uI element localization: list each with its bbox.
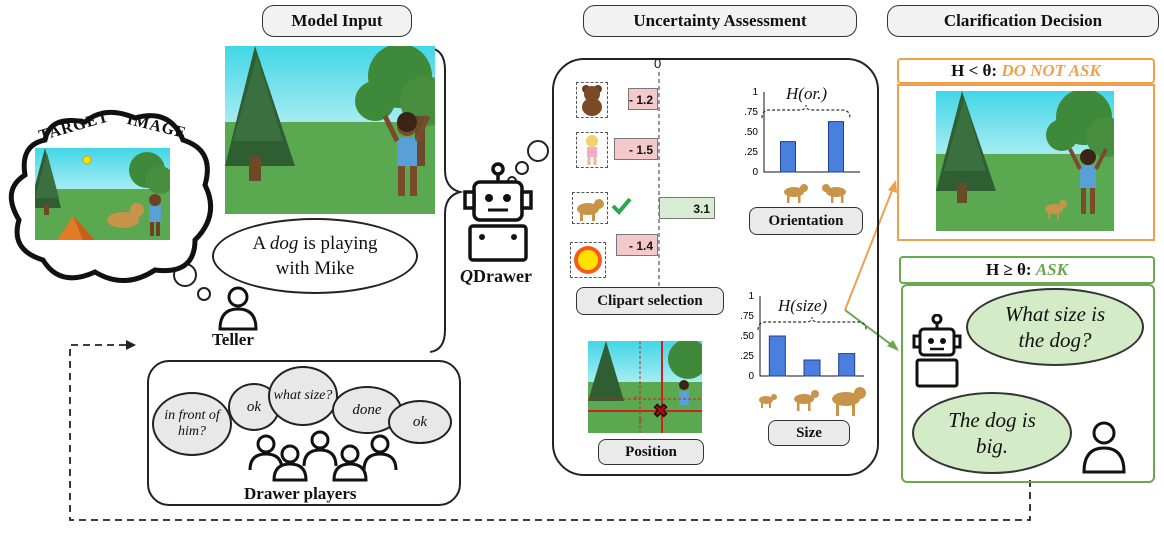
size-label: Size bbox=[768, 420, 850, 446]
orientation-brace bbox=[761, 104, 851, 119]
no-ask-box bbox=[897, 84, 1155, 241]
size-bar-small-dog bbox=[768, 335, 786, 377]
size-axes bbox=[759, 296, 864, 377]
orientation-axes bbox=[763, 92, 860, 173]
svg-text:×: × bbox=[633, 393, 638, 403]
orientation-bar-dog-facing-right bbox=[828, 121, 844, 173]
sun-icon bbox=[574, 246, 602, 274]
header-model-input: Model Input bbox=[262, 5, 412, 37]
answer-bubble: The dog is big. bbox=[912, 392, 1072, 474]
position-scene: × × ✖ bbox=[588, 341, 702, 433]
orientation-ytick: .75 bbox=[744, 107, 758, 118]
teller-person-icon bbox=[218, 286, 258, 331]
size-ytick: .75 bbox=[740, 311, 754, 322]
bear-icon bbox=[582, 85, 602, 116]
ask-action: ASK bbox=[1035, 260, 1068, 279]
ask-person-icon bbox=[1082, 421, 1126, 474]
girl-icon bbox=[586, 135, 598, 165]
speech-dog: dog bbox=[269, 233, 299, 254]
size-bar-large-dog bbox=[838, 353, 856, 377]
drawer-bubble-ok-2: ok bbox=[388, 400, 452, 444]
drawer-bubble-size: what size? bbox=[268, 366, 338, 426]
score-girl: - 1.5 bbox=[614, 138, 658, 160]
qdrawer-rest: Drawer bbox=[473, 266, 532, 286]
ask-robot-icon bbox=[912, 314, 962, 388]
orientation-ytick: 0 bbox=[752, 167, 758, 178]
arrow-to-ask bbox=[844, 309, 894, 347]
header-uncertainty-assessment: Uncertainty Assessment bbox=[583, 5, 857, 37]
qdrawer-robot-icon bbox=[463, 162, 533, 262]
orientation-title: H(or.) bbox=[786, 84, 828, 103]
teller-label: Teller bbox=[212, 330, 254, 349]
size-ytick: .50 bbox=[740, 331, 754, 342]
orientation-dogs-icon bbox=[784, 184, 846, 203]
qdrawer-q: Q bbox=[460, 266, 473, 286]
orientation-bar-dog-facing-left bbox=[780, 141, 796, 173]
speech-line2: with Mike bbox=[275, 258, 355, 279]
drawer-players-label: Drawer players bbox=[244, 484, 357, 503]
ask-header: H ≥ θ: ASK bbox=[899, 256, 1155, 284]
score-dog: 3.1 bbox=[659, 197, 715, 219]
position-label: Position bbox=[598, 439, 704, 465]
clipart-bear bbox=[576, 82, 608, 118]
size-ytick: 1 bbox=[748, 291, 754, 302]
feedback-loop-arrow bbox=[69, 344, 1031, 521]
qdrawer-label: QDrawer bbox=[460, 266, 532, 287]
ask-condition: H ≥ θ: bbox=[986, 260, 1036, 279]
orientation-label: Orientation bbox=[749, 207, 863, 235]
svg-text:✖: ✖ bbox=[653, 401, 668, 421]
clipart-selection-label: Clipart selection bbox=[576, 287, 724, 315]
dog-icon bbox=[577, 199, 604, 221]
orientation-chart: 1 .75 .50 .25 0 bbox=[744, 87, 860, 178]
size-ytick: 0 bbox=[748, 371, 754, 382]
clipart-dog bbox=[572, 192, 608, 224]
arrow-to-no-ask bbox=[844, 187, 894, 311]
axis-zero-label: 0 bbox=[654, 56, 662, 71]
size-bar-medium-dog bbox=[803, 359, 821, 377]
no-ask-condition: H < θ: bbox=[951, 61, 1002, 80]
size-ytick: .25 bbox=[740, 351, 754, 362]
no-ask-scene bbox=[936, 91, 1114, 231]
size-brace bbox=[757, 316, 867, 331]
no-ask-action: DO NOT ASK bbox=[1001, 61, 1101, 80]
ask-box bbox=[901, 284, 1155, 483]
orientation-ytick: .50 bbox=[744, 127, 758, 138]
score-sun: - 1.4 bbox=[616, 234, 658, 256]
header-clarification-decision: Clarification Decision bbox=[887, 5, 1159, 37]
drawer-bubble-front: in front of him? bbox=[152, 392, 232, 456]
size-title: H(size) bbox=[778, 296, 828, 315]
drawer-players-box bbox=[147, 360, 461, 506]
zero-axis-line bbox=[658, 72, 660, 292]
drawer-people-icons bbox=[248, 430, 398, 482]
size-dogs-icon bbox=[759, 387, 866, 416]
svg-text:×: × bbox=[638, 415, 643, 425]
uncertainty-box bbox=[552, 58, 879, 476]
orientation-ytick: 1 bbox=[752, 87, 758, 98]
size-chart: 1 .75 .50 .25 0 bbox=[740, 291, 864, 382]
model-input-brace bbox=[429, 47, 464, 353]
clipart-sun bbox=[570, 242, 606, 278]
no-ask-header: H < θ: DO NOT ASK bbox=[897, 58, 1155, 84]
teller-speech-bubble: A dog is playing with Mike bbox=[212, 218, 418, 294]
target-image bbox=[35, 148, 170, 240]
speech-mid: is playing bbox=[298, 233, 378, 254]
check-icon bbox=[611, 197, 632, 215]
speech-a: A bbox=[252, 233, 270, 254]
feedback-arrowhead bbox=[126, 340, 136, 350]
question-bubble: What size is the dog? bbox=[966, 288, 1144, 366]
score-bear: - 1.2 bbox=[628, 88, 658, 110]
model-input-scene bbox=[225, 46, 435, 214]
orientation-ytick: .25 bbox=[744, 147, 758, 158]
clipart-girl bbox=[576, 132, 608, 168]
